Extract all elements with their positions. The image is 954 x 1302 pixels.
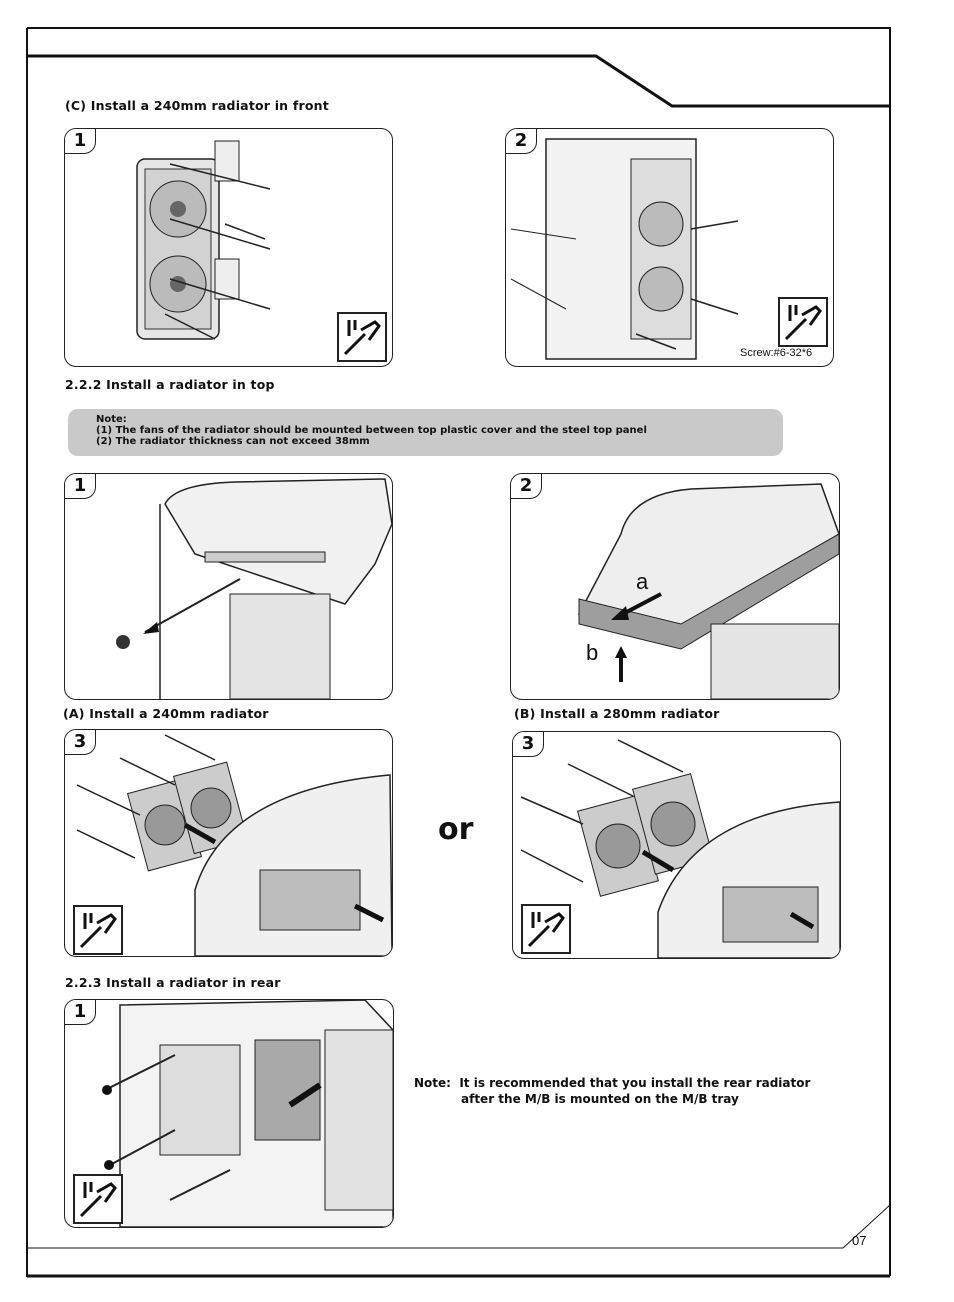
top-step-2-panel: 2 a b (510, 473, 840, 700)
case-top-rear-illustration (116, 478, 392, 699)
option-b-step-3-panel: 3 (512, 731, 841, 959)
section-c-title: (C) Install a 240mm radiator in front (65, 98, 329, 113)
option-a-step-3-panel: 3 (64, 729, 393, 957)
note-line-1: (1) The fans of the radiator should be m… (96, 425, 647, 436)
step-number: 3 (65, 730, 96, 755)
section-top-title: 2.2.2 Install a radiator in top (65, 377, 275, 392)
radiator-front-illustration (136, 140, 271, 340)
screwdriver-icon (73, 905, 123, 955)
rear-radiator-note: Note: It is recommended that you install… (414, 1075, 810, 1107)
step-number: 2 (511, 474, 542, 499)
option-b-title: (B) Install a 280mm radiator (514, 706, 720, 721)
option-a-title: (A) Install a 240mm radiator (63, 706, 269, 721)
screwdriver-icon (337, 312, 387, 362)
step-number: 1 (65, 474, 96, 499)
radiator-280-top-illustration (520, 739, 840, 958)
note-line-2: (2) The radiator thickness can not excee… (96, 436, 370, 447)
section-rear-title: 2.2.3 Install a radiator in rear (65, 975, 281, 990)
case-front-illustration (510, 138, 739, 360)
screwdriver-icon (521, 904, 571, 954)
case-rear-illustration (102, 1000, 393, 1227)
rear-note-line-2: after the M/B is mounted on the M/B tray (461, 1092, 739, 1106)
rear-step-1-panel: 1 (64, 999, 394, 1228)
top-step-1-panel: 1 (64, 473, 393, 700)
label-b: b (586, 640, 599, 665)
front-step-2-panel: 2 Screw:#6-32*6 (505, 128, 834, 367)
step-number: 1 (65, 1000, 96, 1025)
step-number: 3 (513, 732, 544, 757)
top-radiator-note: Note: (1) The fans of the radiator shoul… (68, 409, 783, 456)
front-step-1-panel: 1 (64, 128, 393, 367)
screwdriver-icon (73, 1174, 123, 1224)
rear-note-prefix: Note: (414, 1076, 451, 1090)
rear-note-line-1: It is recommended that you install the r… (459, 1076, 811, 1090)
screw-spec-label: Screw:#6-32*6 (740, 347, 813, 359)
or-separator: or (438, 812, 474, 847)
top-cover-removal-illustration (577, 483, 839, 699)
screwdriver-icon (778, 297, 828, 347)
note-heading: Note: (96, 414, 127, 425)
page-number: 07 (852, 1233, 867, 1248)
label-a: a (636, 569, 649, 594)
step-number: 2 (506, 129, 537, 154)
radiator-240-top-illustration (76, 734, 392, 956)
step-number: 1 (65, 129, 96, 154)
